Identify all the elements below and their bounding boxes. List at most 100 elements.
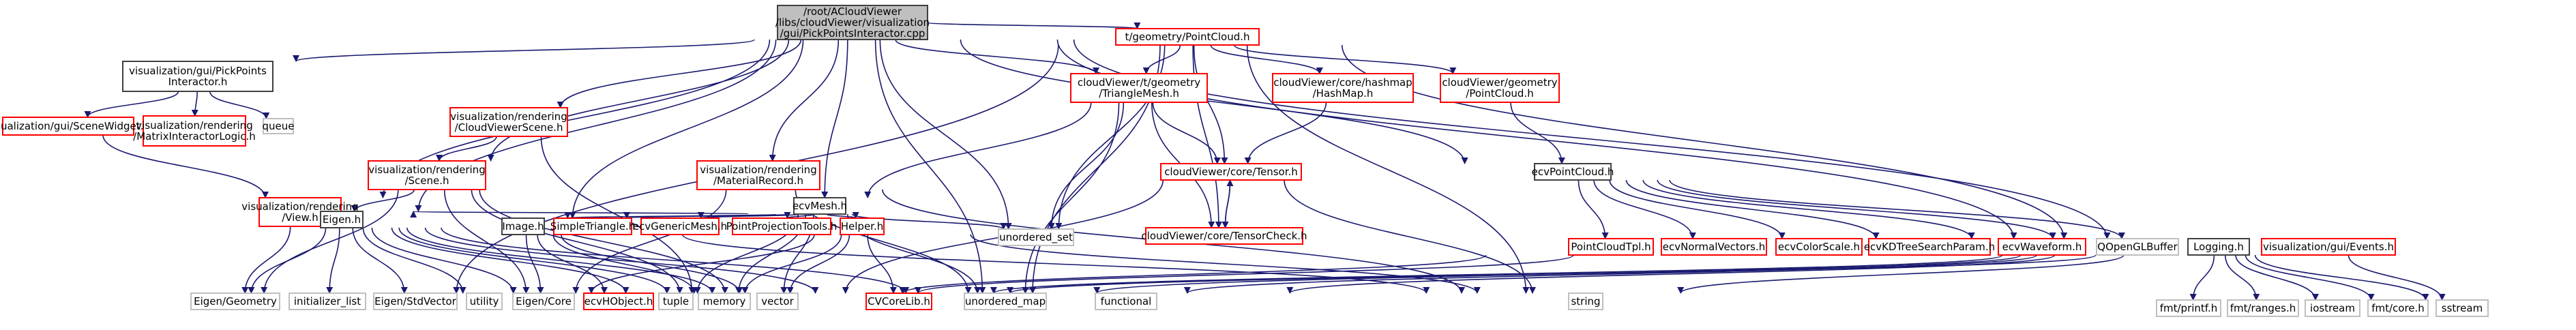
node-box (865, 292, 932, 310)
edge-scenewidget-to-view (102, 134, 269, 198)
edge-root-to-pickpoints_h (293, 39, 755, 62)
node-cvcorelib[interactable]: CVCoreLib.h (865, 292, 932, 310)
edge-logging-to-functional (1286, 254, 2056, 294)
edge-eigen-to-memory (398, 227, 670, 294)
node-box (2367, 299, 2429, 317)
node-tensor[interactable]: cloudViewer/core/Tensor.h (1160, 163, 1302, 181)
node-hashmap[interactable]: cloudViewer/core/hashmap/HashMap.h (1272, 73, 1414, 103)
node-label: cloudViewer/geometry (1442, 76, 1557, 89)
node-matrixinteractor[interactable]: visualization/rendering/MatrixInteractor… (133, 115, 256, 147)
node-box (732, 217, 831, 235)
node-pickpoints-h[interactable]: visualization/gui/PickPointsInteractor.h (122, 61, 273, 92)
edge-scene-to-eigen_core (443, 189, 530, 294)
edge-logging-to-sstream (2254, 254, 2429, 301)
node-memory: memory (698, 292, 751, 310)
node-label: vector (761, 295, 794, 308)
node-box (1568, 292, 1603, 310)
node-tuple: tuple (658, 292, 694, 310)
edge-events-to-vector (1007, 254, 2097, 294)
node-root[interactable]: /root/ACloudViewer/libs/cloudViewer/visu… (775, 5, 930, 40)
node-label: PointProjectionTools.h (726, 220, 838, 232)
edge-root-to-unordered_map (874, 39, 986, 294)
edge-root-to-scene (487, 39, 790, 162)
edge-root-to-unordered_set (879, 39, 1012, 230)
edge-ecvpc-to-pctpl (1578, 179, 1609, 239)
node-label: /MaterialRecord.h (713, 175, 803, 187)
node-box (320, 211, 364, 228)
node-cvscene[interactable]: visualization/rendering/CloudViewerScene… (449, 107, 568, 137)
edge-eigen-to-eigen_stdvector (352, 227, 408, 294)
node-geompc[interactable]: cloudViewer/geometry/PointCloud.h (1440, 73, 1560, 103)
node-colorscale[interactable]: ecvColorScale.h (1775, 238, 1863, 256)
node-pptools[interactable]: PointProjectionTools.h (726, 217, 838, 235)
nodes-layer: /root/ACloudViewer/libs/cloudViewer/visu… (0, 5, 2489, 317)
node-scene[interactable]: visualization/rendering/Scene.h (368, 160, 486, 190)
node-box (998, 228, 1074, 246)
node-fmt-ranges: fmt/ranges.h (2227, 299, 2299, 317)
edge-geompc-to-ecvpc (1510, 102, 1565, 164)
node-label: /libs/cloudViewer/visualization (775, 16, 930, 29)
node-ecvmesh[interactable]: ecvMesh.h (793, 197, 847, 215)
node-label: ecvNormalVectors.h (1663, 241, 1766, 253)
node-simpletri[interactable]: SimpleTriangle.h (550, 217, 635, 235)
edge-logging-to-unordered_map (1184, 254, 2037, 294)
node-utility: utility (466, 292, 503, 310)
edge-trianglemesh-to-unordered_set (1048, 102, 1125, 230)
node-eigen[interactable]: Eigen.h (320, 211, 364, 228)
node-label: cloudViewer/core/TensorCheck.h (1141, 230, 1307, 242)
edge-ecvpc-to-colorscale (1609, 179, 1786, 239)
edge-scene-to-eigen (351, 189, 415, 212)
node-tpointcloud[interactable]: t/geometry/PointCloud.h (1115, 28, 1260, 46)
edge-pickpoints_h-to-queue (209, 91, 270, 119)
node-label: t/geometry/PointCloud.h (1125, 31, 1249, 43)
edge-events-to-sstream (2348, 254, 2446, 301)
edge-root-to-tpointcloud (927, 22, 1140, 29)
edge-image-to-ecvhobject (537, 234, 608, 294)
edge-tpointcloud-to-hashmap (1210, 44, 1323, 74)
node-box (1272, 73, 1414, 103)
edge-scene-to-eigen_geometry (261, 189, 399, 294)
node-box (373, 292, 458, 310)
node-box (466, 292, 503, 310)
node-box (1440, 73, 1560, 103)
node-label: queue (263, 120, 295, 132)
node-tensorcheck[interactable]: cloudViewer/core/TensorCheck.h (1141, 227, 1307, 245)
node-logging[interactable]: Logging.h (2187, 238, 2250, 256)
edge-eigen-to-tuple (391, 227, 630, 294)
edge-eigen-to-vector (406, 227, 716, 294)
edge-eigen-to-cvcorelib (424, 227, 819, 294)
node-label: visualization/rendering (241, 200, 358, 213)
edge-root-to-image (569, 39, 804, 219)
node-events[interactable]: visualization/gui/Events.h (2261, 238, 2396, 256)
node-box (2305, 299, 2360, 317)
node-pctpl[interactable]: PointCloudTpl.h (1568, 238, 1654, 256)
node-kdparam[interactable]: ecvKDTreeSearchParam.h (1864, 238, 1995, 256)
node-label: /HashMap.h (1313, 87, 1374, 100)
node-helper[interactable]: Helper.h (840, 217, 885, 235)
edge-trianglemesh-to-ecvmesh (864, 102, 1092, 198)
edge-logging-to-fmt_ranges (2224, 254, 2260, 301)
node-image[interactable]: Image.h (501, 217, 545, 235)
node-box (1661, 238, 1767, 256)
node-box (2, 117, 134, 136)
node-box (1145, 227, 1303, 245)
node-initializer-list: initializer_list (288, 292, 366, 310)
node-genericmesh[interactable]: ecvGenericMesh.h (633, 217, 727, 235)
node-label: QOpenGLBuffer (2097, 241, 2178, 253)
node-trianglemesh[interactable]: cloudViewer/t/geometry/TriangleMesh.h (1070, 73, 1208, 103)
node-material[interactable]: visualization/rendering/MaterialRecord.h (696, 160, 820, 190)
node-label: CVCoreLib.h (868, 295, 930, 308)
edge-cvscene-to-memory (540, 136, 696, 294)
node-ecvhobject[interactable]: ecvHObject.h (583, 292, 654, 310)
node-box (2187, 238, 2250, 256)
node-label: unordered_map (965, 295, 1046, 308)
node-ecvpc[interactable]: ecvPointCloud.h (1532, 163, 1614, 181)
node-label: tuple (663, 295, 689, 308)
edge-eigen-to-eigen_geometry (248, 227, 327, 294)
edge-material-to-eigen_core (572, 189, 727, 294)
node-waveform[interactable]: ecvWaveform.h (1998, 238, 2086, 256)
node-normals[interactable]: ecvNormalVectors.h (1661, 238, 1767, 256)
node-box (288, 292, 366, 310)
node-scenewidget[interactable]: visualization/gui/SceneWidget.h (0, 117, 150, 136)
node-unordered-set: unordered_set (998, 228, 1074, 246)
